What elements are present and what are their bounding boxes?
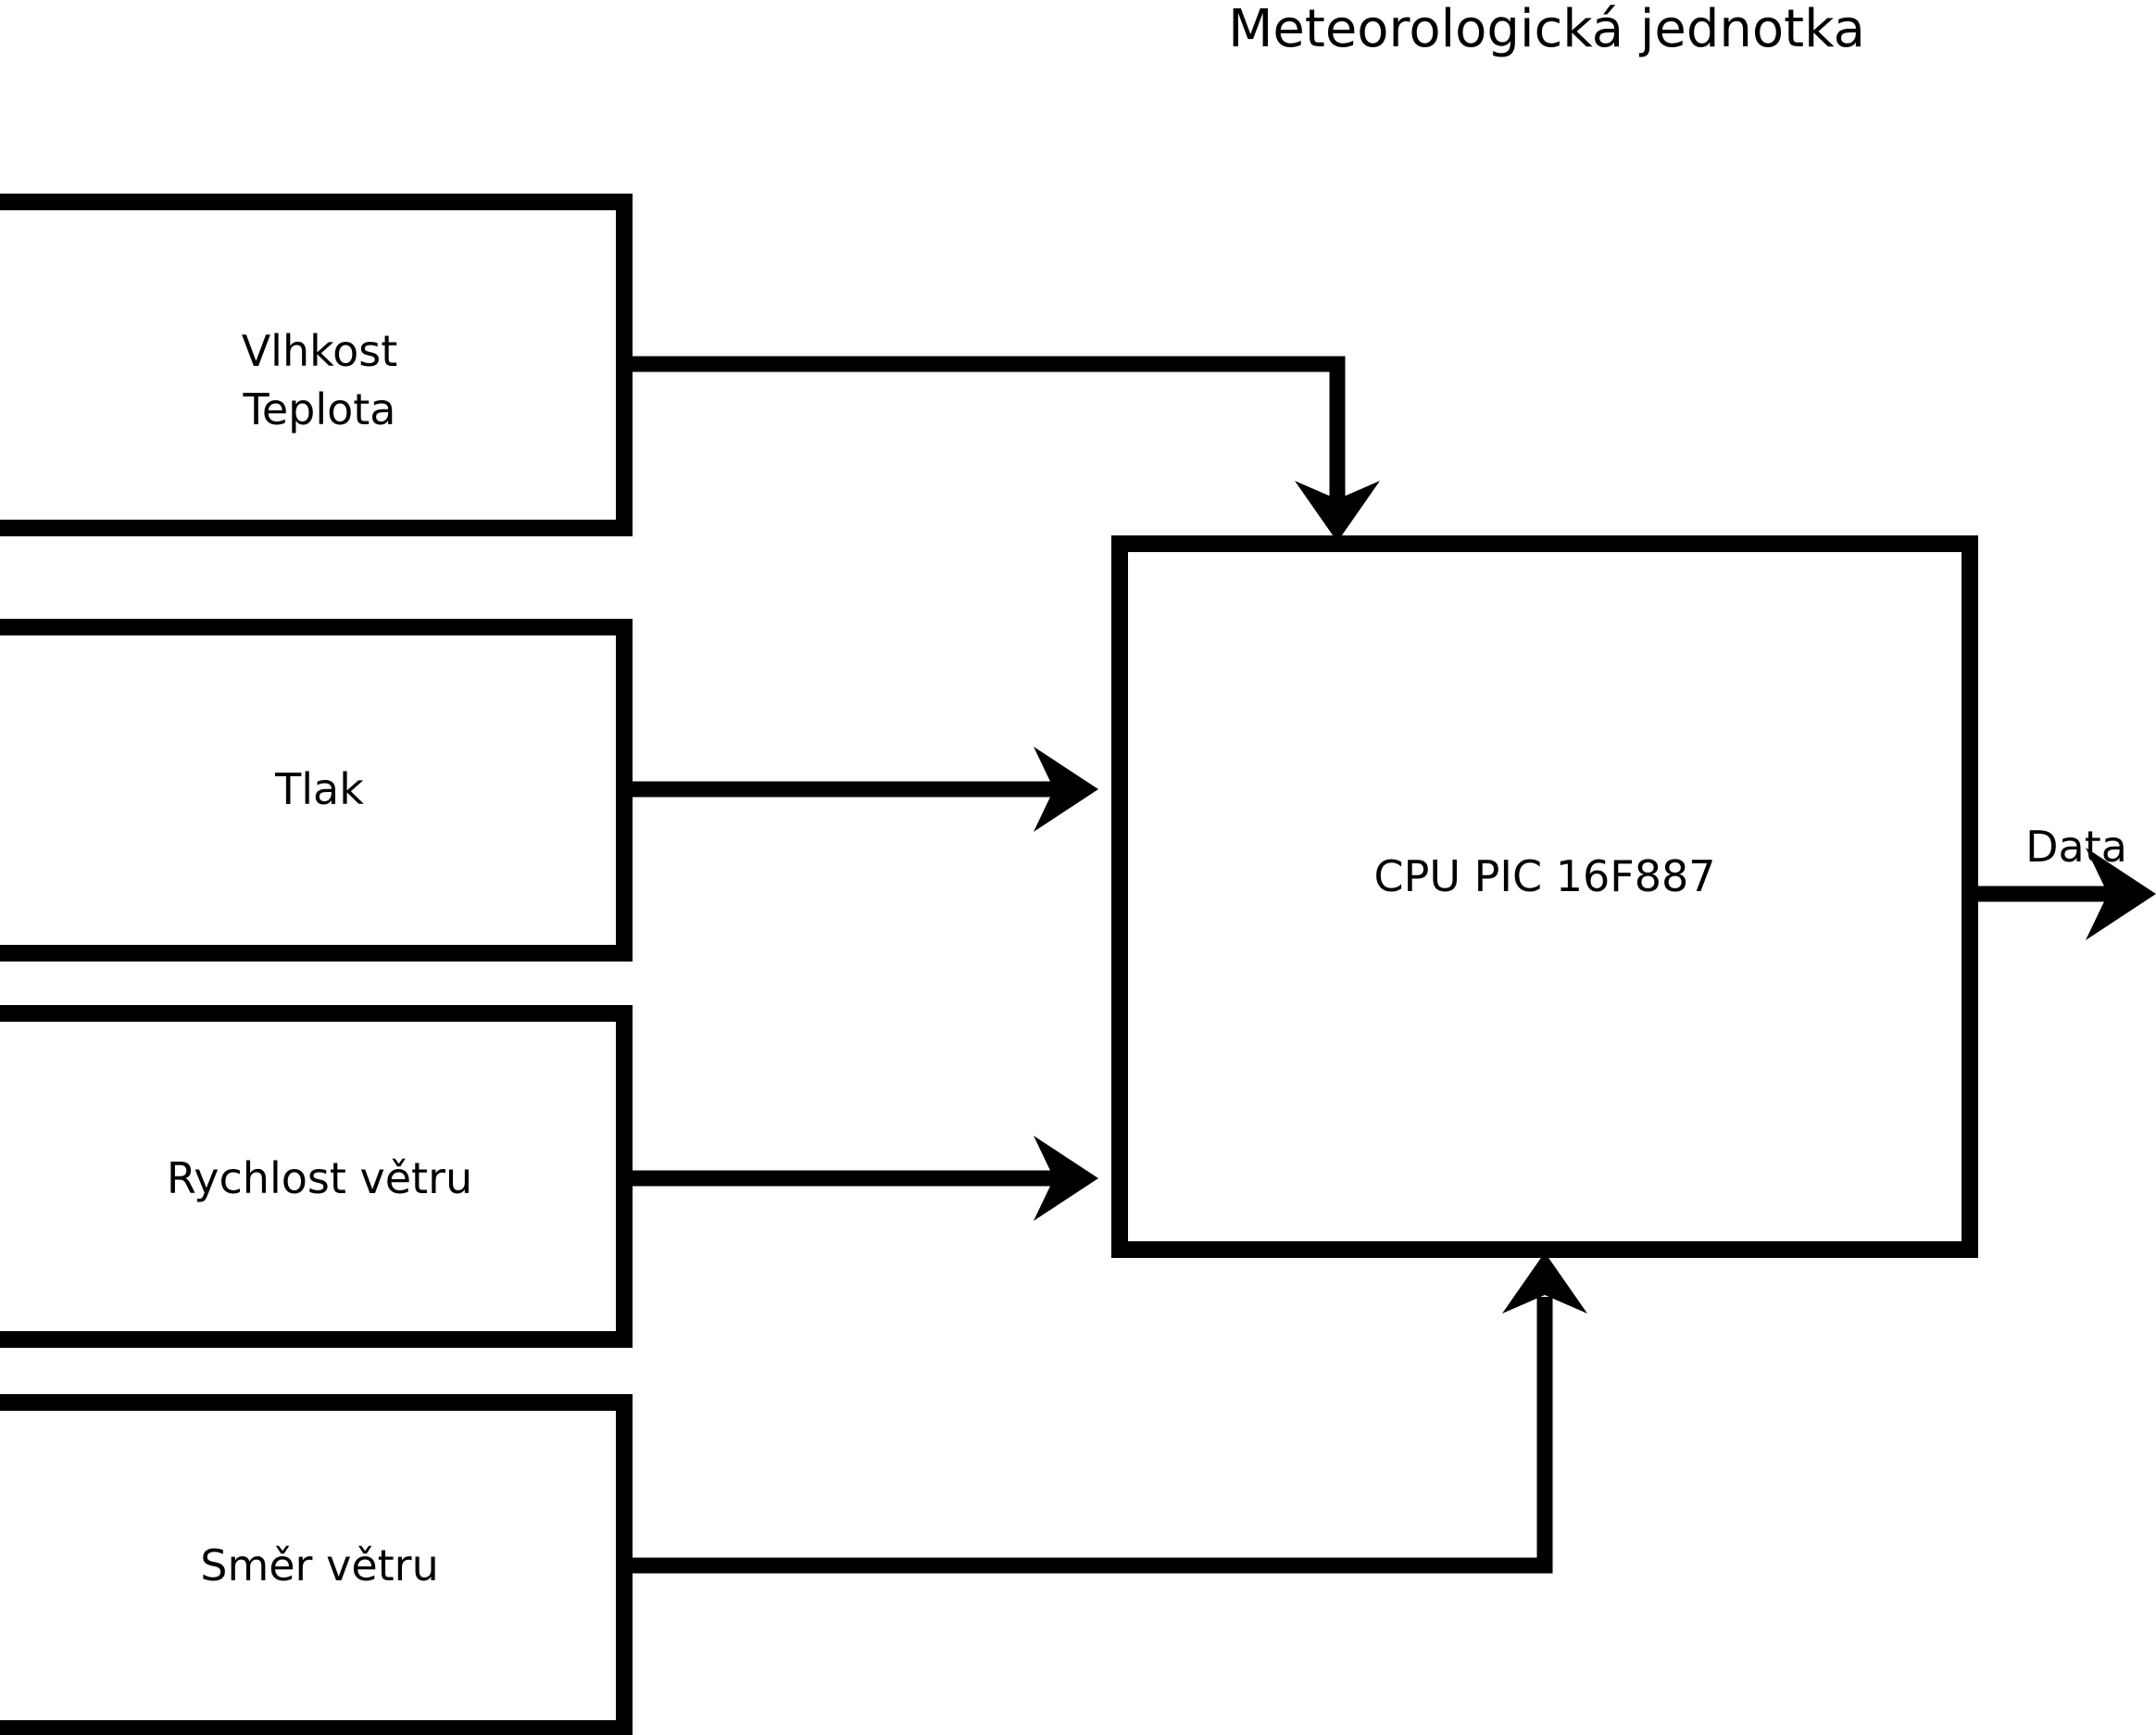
- block-wind-direction-label: Směr větru: [200, 1540, 438, 1590]
- connection-pressure-arrowhead: [1034, 747, 1098, 832]
- block-pressure[interactable]: Tlak: [0, 619, 633, 962]
- connection-humidity-temperature-arrowhead: [1295, 481, 1380, 542]
- block-cpu-rect: [1111, 535, 1978, 1258]
- block-humidity-temperature-label-line1: Vlhkost: [242, 326, 398, 376]
- block-pressure-rect: [0, 619, 633, 962]
- page-title: Meteorologická jednotka: [1228, 0, 1865, 59]
- block-wind-direction-rect: [0, 1394, 633, 1735]
- block-cpu-label: CPU PIC 16F887: [1374, 851, 1716, 901]
- block-cpu[interactable]: CPU PIC 16F887: [1111, 535, 1978, 1258]
- block-wind-speed-label: Rychlost větru: [167, 1153, 472, 1203]
- connection-wind-direction-to-cpu: [624, 1252, 1587, 1574]
- block-humidity-temperature[interactable]: Vlhkost Teplota: [0, 194, 633, 536]
- connection-output-arrowhead: [2086, 848, 2156, 940]
- connection-humidity-temperature-line: [624, 356, 1346, 503]
- output-label: Data: [2025, 822, 2127, 872]
- connection-cpu-to-output: Data: [1970, 822, 2156, 940]
- block-wind-direction[interactable]: Směr větru: [0, 1394, 633, 1735]
- block-humidity-temperature-label-line2: Teplota: [243, 384, 396, 434]
- connection-wind-speed-to-cpu: [624, 1136, 1098, 1221]
- block-wind-speed[interactable]: Rychlost větru: [0, 1005, 633, 1348]
- connection-wind-direction-line: [624, 1297, 1553, 1574]
- block-pressure-label: Tlak: [274, 764, 364, 814]
- connection-pressure-to-cpu: [624, 747, 1098, 832]
- connection-wind-direction-arrowhead: [1502, 1252, 1587, 1314]
- connection-wind-speed-arrowhead: [1034, 1136, 1098, 1221]
- connection-humidity-temperature-to-cpu: [624, 356, 1380, 542]
